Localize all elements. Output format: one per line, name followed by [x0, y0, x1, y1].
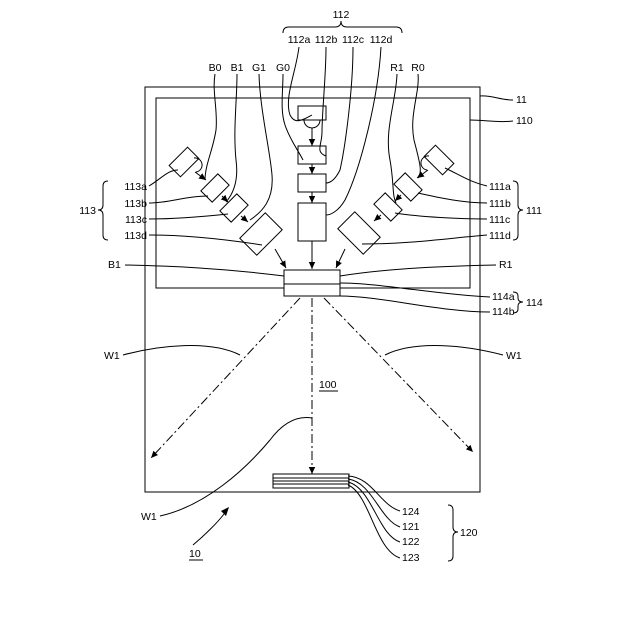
label-112a: 112a [288, 34, 311, 46]
combiner-114 [284, 270, 340, 296]
label-111a: 111a [489, 181, 511, 193]
brace-112 [283, 21, 402, 33]
label-113a: 113a [124, 181, 147, 193]
stack-120 [273, 474, 349, 488]
element-111d [338, 212, 380, 254]
label-111c: 111c [489, 214, 510, 226]
label-113: 113 [79, 205, 96, 217]
label-111: 111 [526, 205, 542, 217]
label-10: 10 [189, 548, 201, 560]
label-112d: 112d [370, 34, 393, 46]
label-g1: G1 [252, 62, 266, 74]
label-112c: 112c [342, 34, 364, 46]
label-121: 121 [402, 521, 420, 533]
label-113b: 113b [124, 198, 147, 210]
beam-left [151, 298, 300, 458]
label-111d: 111d [489, 230, 511, 242]
label-b1-top: B1 [231, 62, 244, 74]
label-r1-side: R1 [499, 259, 513, 271]
brace-120 [448, 505, 458, 561]
label-w1-bottom: W1 [141, 511, 157, 523]
label-122: 122 [402, 536, 420, 548]
label-113d: 113d [124, 230, 147, 242]
label-114b: 114b [492, 306, 515, 318]
element-113a [169, 147, 202, 177]
arrow-10-head [221, 507, 229, 516]
label-100: 100 [319, 379, 337, 391]
label-123: 123 [402, 552, 420, 564]
label-w1-right: W1 [506, 350, 522, 362]
brace-111 [513, 181, 523, 240]
label-124: 124 [402, 506, 420, 518]
label-114a: 114a [492, 291, 515, 303]
label-120: 120 [460, 527, 478, 539]
label-r0: R0 [411, 62, 425, 74]
label-112: 112 [333, 9, 350, 21]
element-112d [298, 203, 326, 241]
label-114: 114 [526, 297, 543, 309]
label-w1-left: W1 [104, 350, 120, 362]
label-g0: G0 [276, 62, 290, 74]
beam-right [324, 298, 473, 452]
label-112b: 112b [315, 34, 338, 46]
label-b0: B0 [209, 62, 222, 74]
label-113c: 113c [125, 214, 147, 226]
label-b1-side: B1 [108, 259, 121, 271]
element-112c [298, 174, 326, 192]
element-112b [298, 146, 326, 164]
label-r1-top: R1 [390, 62, 404, 74]
label-111b: 111b [489, 198, 511, 210]
brace-113 [98, 181, 108, 240]
label-110: 110 [516, 115, 533, 127]
label-11: 11 [516, 94, 527, 106]
element-113d [240, 213, 282, 255]
